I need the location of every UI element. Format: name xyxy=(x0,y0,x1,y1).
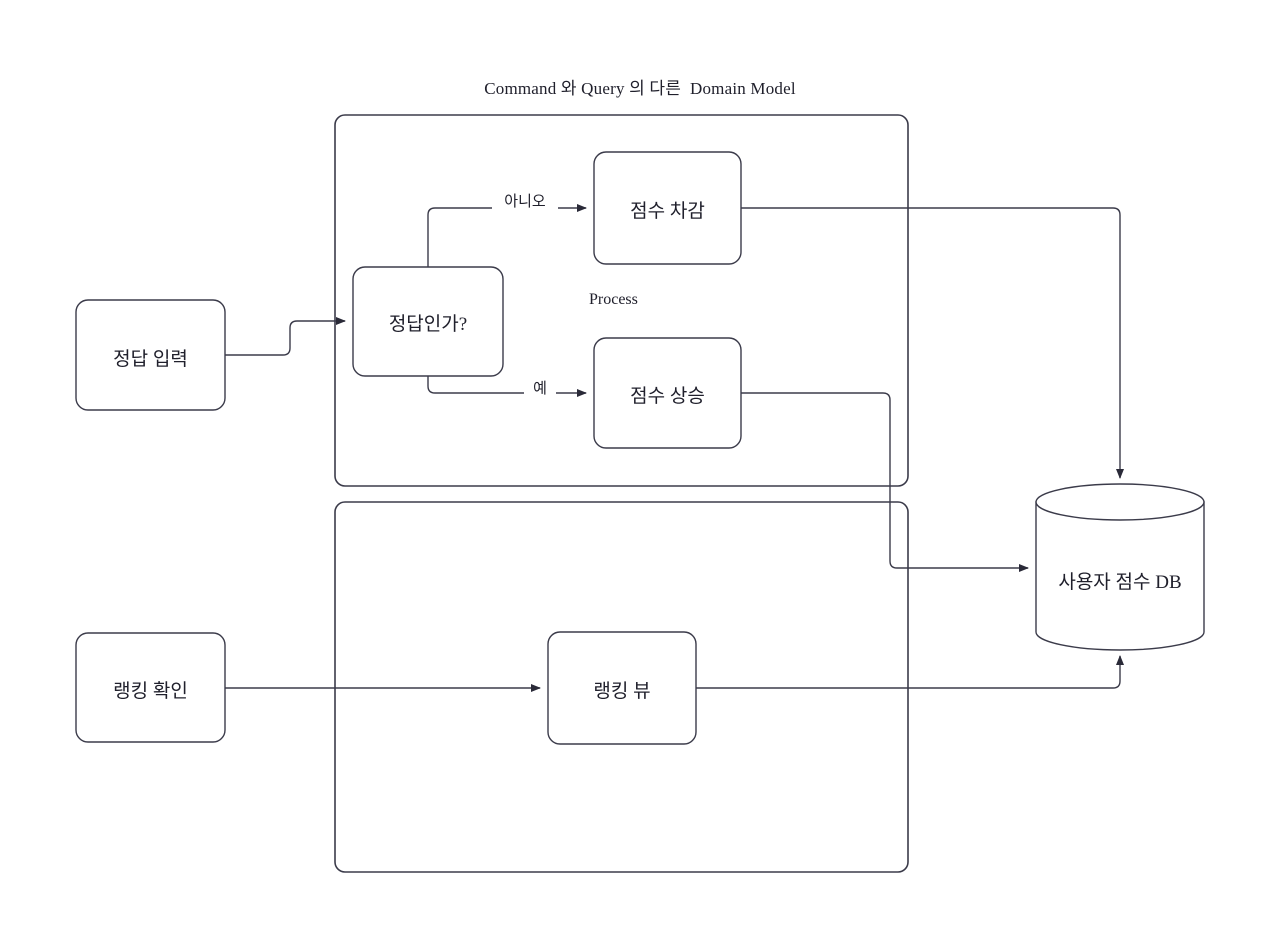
group-command-process xyxy=(334,114,909,487)
edge-score-increase-to-db xyxy=(741,392,1029,572)
edge-answer-input-to-decision xyxy=(225,317,346,356)
node-ranking-view[interactable] xyxy=(547,631,697,745)
edge-decision-no-to-score-decrease xyxy=(427,204,587,267)
node-answer-input[interactable] xyxy=(75,299,226,411)
diagram-title: Command 와 Query 의 다른 Domain Model xyxy=(484,79,796,98)
edge-label-no: 아니오 xyxy=(492,190,558,211)
node-score-increase[interactable] xyxy=(593,337,742,449)
node-ranking-check[interactable] xyxy=(75,632,226,743)
edge-score-decrease-to-db xyxy=(741,207,1124,479)
edge-decision-yes-to-score-increase xyxy=(427,376,587,397)
group-label-process: Process xyxy=(589,291,638,308)
edge-ranking-view-to-db xyxy=(696,655,1124,689)
edge-label-yes: 예 xyxy=(524,377,556,398)
node-score-decrease[interactable] xyxy=(593,151,742,265)
node-is-correct-decision[interactable] xyxy=(352,266,504,377)
node-user-score-db[interactable] xyxy=(1035,483,1205,651)
group-query-view xyxy=(334,501,909,873)
